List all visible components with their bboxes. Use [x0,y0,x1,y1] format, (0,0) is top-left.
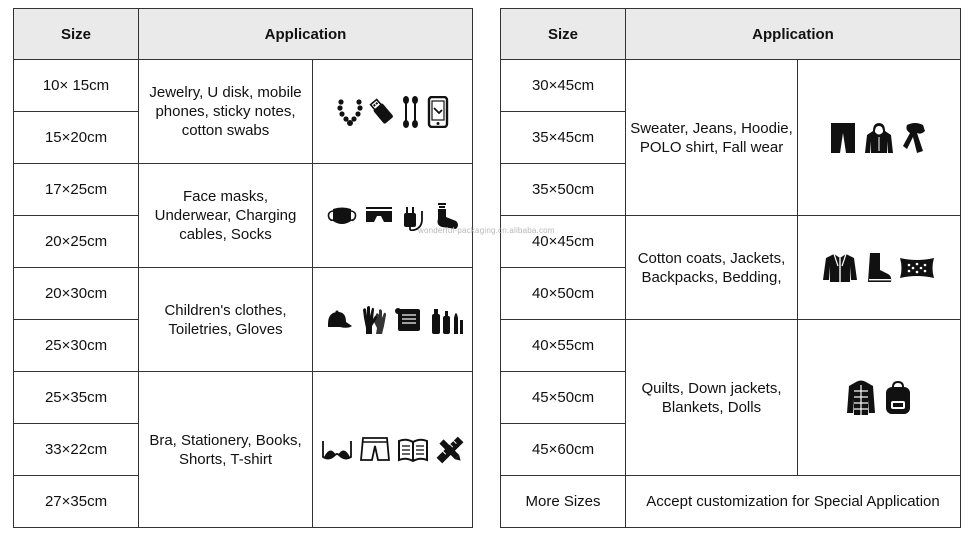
pillow-icon [900,257,934,278]
mobile-phone-icon [427,95,448,128]
application-text: Children's clothes, Toiletries, Gloves [138,267,313,372]
backpack-icon [886,380,910,414]
icon-cell [796,319,962,476]
sock-icon [437,202,458,229]
size-cell: 15×20cm [13,111,139,164]
down-jacket-icon [847,380,875,415]
jacket-icon [823,253,857,282]
underwear-icon [365,206,392,222]
size-table-left: Size Application 10× 15cm Jewelry, U dis… [13,8,474,528]
cotton-swab-icon [402,95,418,128]
icon-cell [311,163,474,268]
size-cell: 27×35cm [13,475,139,528]
size-cell: 25×35cm [13,371,139,424]
bra-icon [321,440,352,459]
header-application: Application [624,8,962,60]
scarf-icon [903,122,925,153]
application-text: Quilts, Down jackets, Blankets, Dolls [625,319,798,476]
charger-icon [403,206,423,231]
size-cell: 40×55cm [500,319,626,372]
size-cell: 33×22cm [13,423,139,476]
hoodie-icon [865,122,893,153]
size-cell: 25×30cm [13,319,139,372]
size-table-right: Size Application 30×45cm Sweater, Jeans,… [500,8,962,528]
size-cell: 40×45cm [500,215,626,268]
icon-cell [796,215,962,320]
size-cell: 20×30cm [13,267,139,320]
header-size: Size [500,8,626,60]
header-application: Application [137,8,474,60]
size-cell: 30×45cm [500,59,626,112]
face-mask-icon [327,207,356,224]
boot-icon [868,252,892,282]
gloves-icon [362,305,386,334]
icon-cell [311,371,474,528]
header-size: Size [13,8,139,60]
usb-drive-icon [368,97,393,123]
icon-cell [311,267,474,372]
icon-cell [796,59,962,216]
watermark: wonderful-packaging.cn.alibaba.com [418,226,555,235]
customization-note: Accept customization for Special Applica… [624,475,962,528]
size-cell: 40×50cm [500,267,626,320]
necklace-icon [336,98,363,126]
size-cell: 35×45cm [500,111,626,164]
size-cell: 45×60cm [500,423,626,476]
icon-cell [311,59,474,164]
stationery-icon [436,436,463,463]
cap-icon [327,310,352,328]
book-icon [397,438,428,462]
towel-icon [394,307,420,331]
shorts-icon [359,436,390,461]
application-text: Bra, Stationery, Books, Shorts, T-shirt [138,371,313,528]
size-cell: 20×25cm [13,215,139,268]
size-cell: 17×25cm [13,163,139,216]
size-cell: 35×50cm [500,163,626,216]
more-sizes-cell: More Sizes [500,475,626,528]
application-text: Cotton coats, Jackets, Backpacks, Beddin… [625,215,798,320]
pants-icon [831,122,855,153]
application-text: Jewelry, U disk, mobile phones, sticky n… [138,59,313,164]
application-text: Sweater, Jeans, Hoodie, POLO shirt, Fall… [625,59,798,216]
toiletries-icon [431,308,463,334]
size-cell: 45×50cm [500,371,626,424]
application-text: Face masks, Underwear, Charging cables, … [138,163,313,268]
size-cell: 10× 15cm [13,59,139,112]
